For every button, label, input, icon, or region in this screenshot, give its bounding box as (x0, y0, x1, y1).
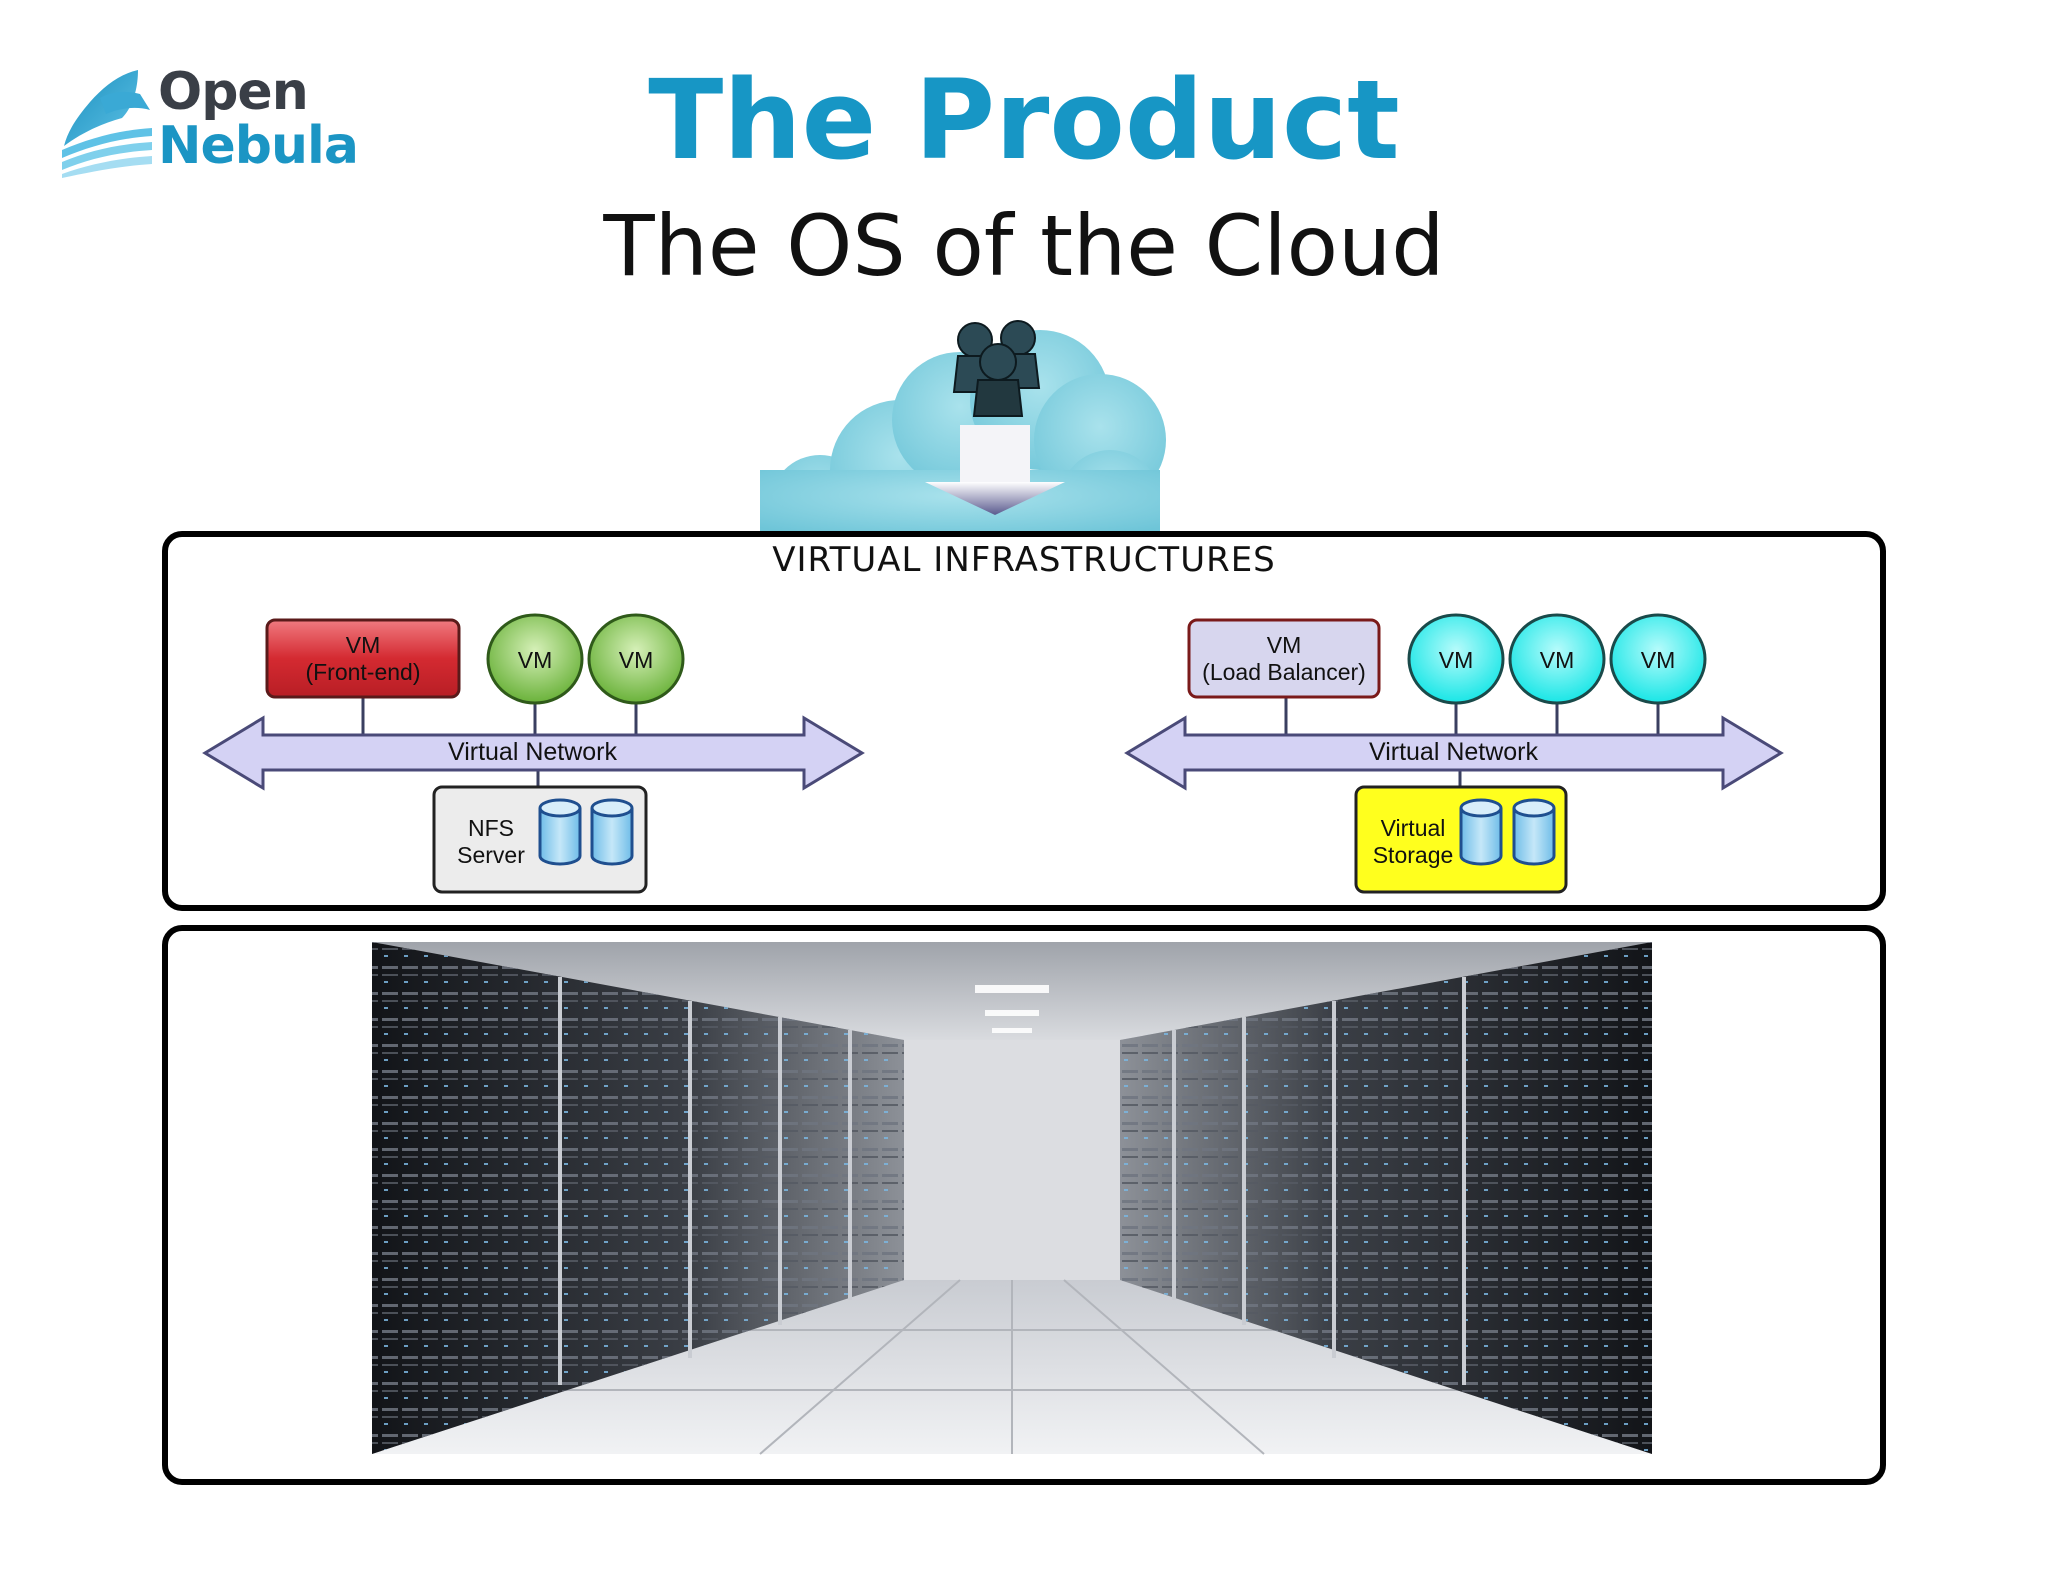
opennebula-logo: Open Nebula (60, 62, 380, 182)
load-balancer-vm-box (1187, 618, 1381, 699)
right-network-label: Virtual Network (1368, 738, 1539, 766)
disk-icon (538, 798, 582, 866)
page-title: The Product (648, 56, 1400, 184)
virtual-infrastructures-heading: VIRTUAL INFRASTRUCTURES (772, 540, 1276, 580)
users-icon (952, 320, 1041, 417)
page-subtitle: The OS of the Cloud (603, 197, 1445, 295)
left-connectors (361, 697, 638, 787)
right-virtual-network-arrow (1124, 715, 1784, 791)
green-vm-2-label: VM (618, 647, 654, 673)
logo-nebula-text: Nebula (158, 116, 359, 176)
left-virtual-network-arrow (202, 715, 865, 791)
front-end-vm-label: VM (Front-end) (305, 632, 421, 685)
down-arrow-icon (925, 425, 1065, 515)
nebula-logo-icon (62, 70, 152, 178)
disk-icon (1512, 798, 1556, 866)
disk-icon (590, 798, 634, 866)
cyan-vm-2 (1508, 613, 1606, 705)
right-connectors (1284, 697, 1660, 787)
logo-open-text: Open (158, 62, 309, 122)
green-vm-1 (486, 613, 584, 705)
left-network-label: Virtual Network (447, 738, 618, 766)
disk-icon (1459, 798, 1503, 866)
load-balancer-vm-label: VM (Load Balancer) (1202, 632, 1366, 685)
green-vm-2 (587, 613, 685, 705)
cloud-users-graphic (760, 320, 1166, 540)
green-vm-1-label: VM (517, 647, 553, 673)
nfs-server-label: NFS Server (457, 815, 525, 868)
virtual-storage-label: Virtual Storage (1372, 815, 1454, 868)
front-end-vm-box (265, 618, 461, 699)
cyan-vm-3 (1609, 613, 1707, 705)
cyan-vm-1-label: VM (1438, 647, 1474, 673)
cyan-vm-3-label: VM (1640, 647, 1676, 673)
cyan-vm-2-label: VM (1539, 647, 1575, 673)
cyan-vm-1 (1407, 613, 1505, 705)
